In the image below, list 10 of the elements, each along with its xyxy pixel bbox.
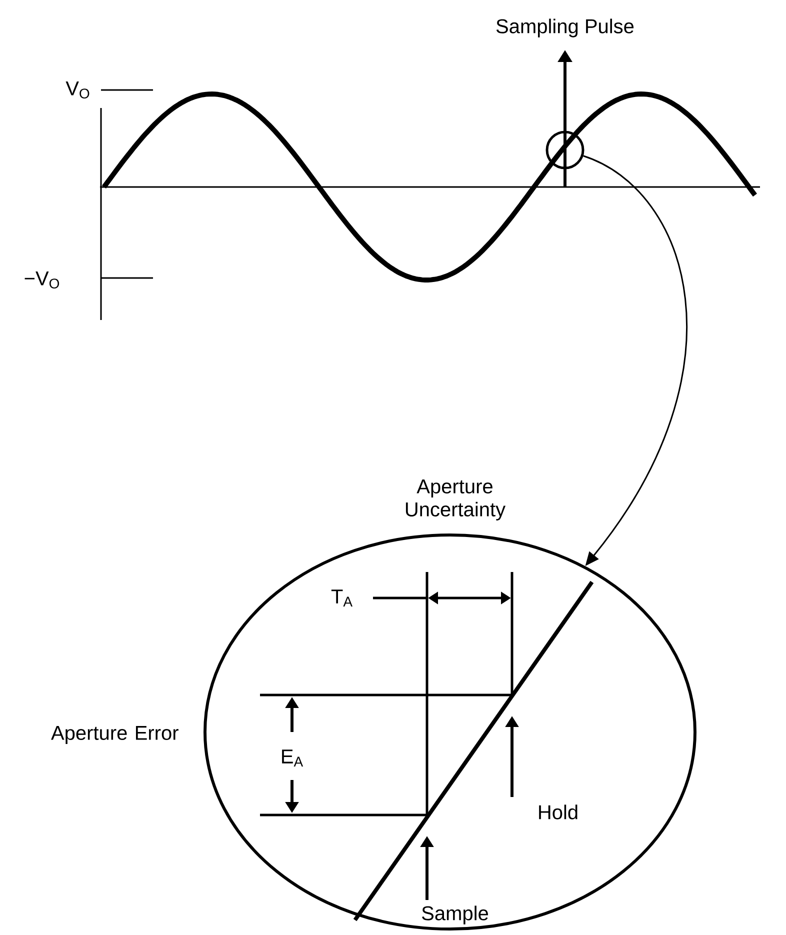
- sample-label: Sample: [422, 906, 488, 924]
- hold-label: Hold: [539, 804, 578, 820]
- aperture-error-label: Aperture Error: [51, 726, 178, 744]
- magnified-view-circle: [204, 534, 696, 930]
- amplitude-label: V$_{O}$: [66, 82, 90, 99]
- error-label: E$_{A}$: [282, 750, 304, 766]
- time-label: T$_{A}$: [331, 590, 352, 606]
- amplitude-label: −V$_{O}$: [24, 272, 60, 289]
- sampling-pulse-label: Sampling Pulse: [496, 18, 634, 38]
- zoom-circle: [546, 130, 584, 170]
